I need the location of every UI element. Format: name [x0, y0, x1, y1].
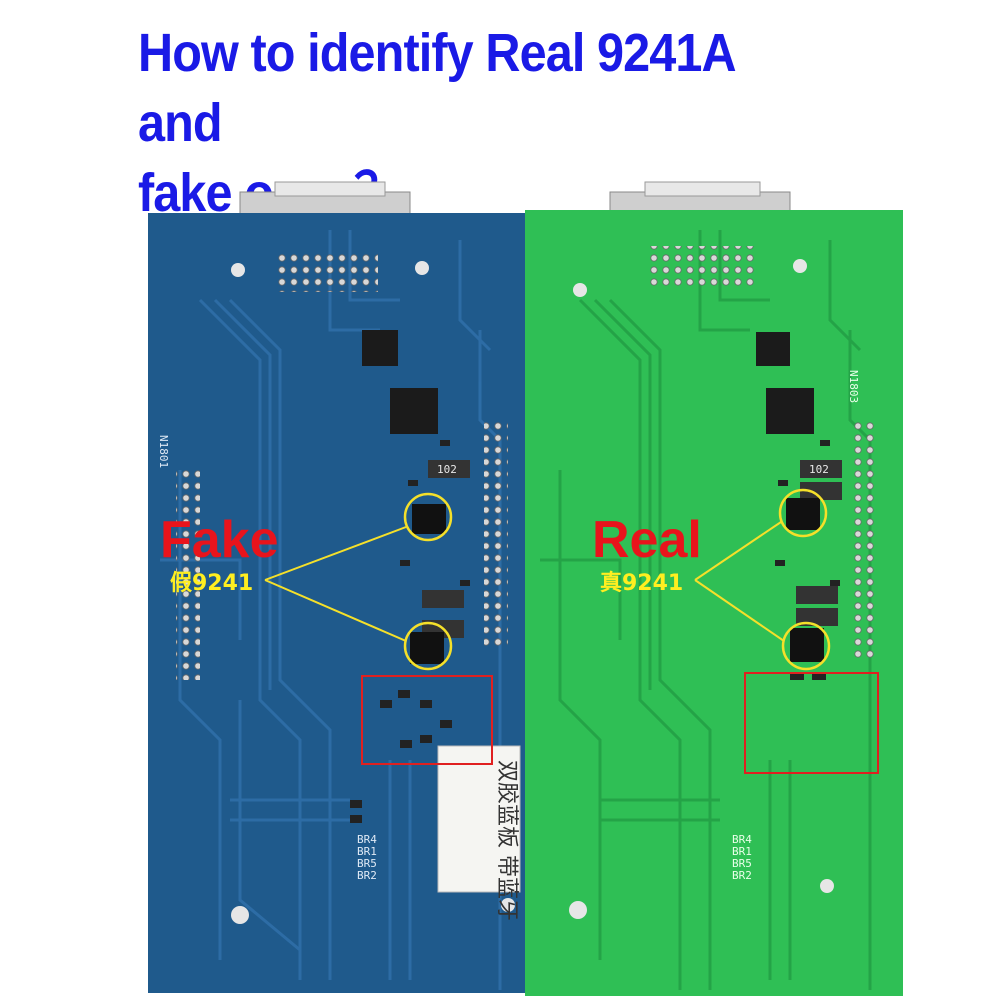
highlight-circle — [778, 488, 828, 538]
comparison-box — [744, 672, 879, 774]
real-9241-chip-top — [786, 498, 820, 530]
real-annotations: Real 真9241 — [592, 488, 879, 774]
fake-chip-label: 假9241 — [170, 571, 253, 596]
real-pcb — [525, 210, 903, 996]
real-mark-4: BR2 — [732, 869, 752, 882]
resistor-code-fake-1: 102 — [437, 463, 457, 476]
real-9241-chip-bottom — [790, 628, 824, 662]
fake-9241-chip-bottom — [410, 632, 444, 664]
sticker-text: 双胶蓝板 带蓝牙 — [494, 760, 519, 921]
title-line-1: How to identify Real 9241A and — [138, 23, 735, 153]
highlight-circle — [403, 621, 453, 671]
fake-sticker — [437, 745, 521, 893]
fake-label: Fake — [160, 511, 279, 569]
real-mark-3: BR5 — [732, 857, 752, 870]
fake-board-id: N1801 — [157, 435, 170, 468]
resistor-code-real-1: 102 — [809, 463, 829, 476]
fake-annotations: Fake 假9241 — [160, 492, 493, 765]
fake-bottom-marks: BR4 BR1 BR5 BR2 — [357, 833, 377, 882]
highlight-circle — [781, 621, 831, 671]
fake-mark-1: BR4 — [357, 833, 377, 846]
comparison-box — [361, 675, 493, 765]
fake-9241-chip-top — [412, 504, 446, 534]
highlight-circle — [403, 492, 453, 542]
fake-mark-3: BR5 — [357, 857, 377, 870]
ic-chip — [766, 388, 814, 434]
fake-board: 102 N1801 BR4 BR1 BR5 BR2 双胶蓝板 带蓝牙 — [148, 181, 526, 993]
real-bottom-marks: BR4 BR1 BR5 BR2 — [732, 833, 752, 882]
fake-mark-4: BR2 — [357, 869, 377, 882]
real-board-id: N1803 — [847, 370, 860, 403]
real-chip-label: 真9241 — [600, 570, 683, 596]
real-mark-2: BR1 — [732, 845, 752, 858]
real-label: Real — [592, 511, 702, 569]
real-mark-1: BR4 — [732, 833, 752, 846]
real-board: 102 N1803 BR4 BR1 BR5 BR2 — [525, 181, 903, 996]
fake-mark-2: BR1 — [357, 845, 377, 858]
ic-chip — [390, 388, 438, 434]
